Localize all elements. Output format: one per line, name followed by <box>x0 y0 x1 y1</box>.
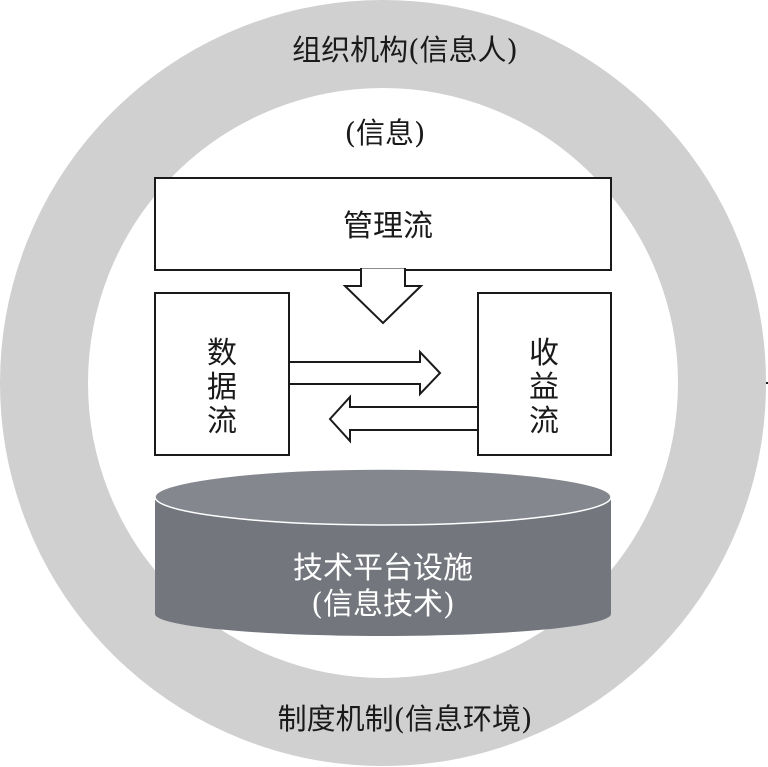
data-flow-box <box>154 292 290 456</box>
ring-bottom-label: 制度机制(信息环境) <box>278 702 533 736</box>
info-label: (信息) <box>345 116 426 150</box>
management-flow-box <box>154 177 612 271</box>
management-flow-label: 管理流 <box>343 209 433 244</box>
right-arrow <box>288 349 442 397</box>
platform-cylinder-body <box>155 497 611 636</box>
platform-cylinder-top <box>154 468 612 526</box>
data-flow-char-1: 数 <box>207 336 237 371</box>
ring-top-label: 组织机构(信息人) <box>292 33 518 67</box>
revenue-flow-char-1: 收 <box>529 336 559 371</box>
management-down-arrow <box>342 268 424 325</box>
platform-label-line1: 技术平台设施 <box>293 551 473 586</box>
data-flow-char-2: 据 <box>207 370 237 405</box>
platform-label-line2: (信息技术) <box>311 587 454 622</box>
data-flow-char-3: 流 <box>207 404 237 439</box>
revenue-flow-char-3: 流 <box>529 404 559 439</box>
revenue-flow-char-2: 益 <box>529 370 559 405</box>
left-arrow <box>328 394 479 444</box>
revenue-flow-box <box>477 292 612 456</box>
